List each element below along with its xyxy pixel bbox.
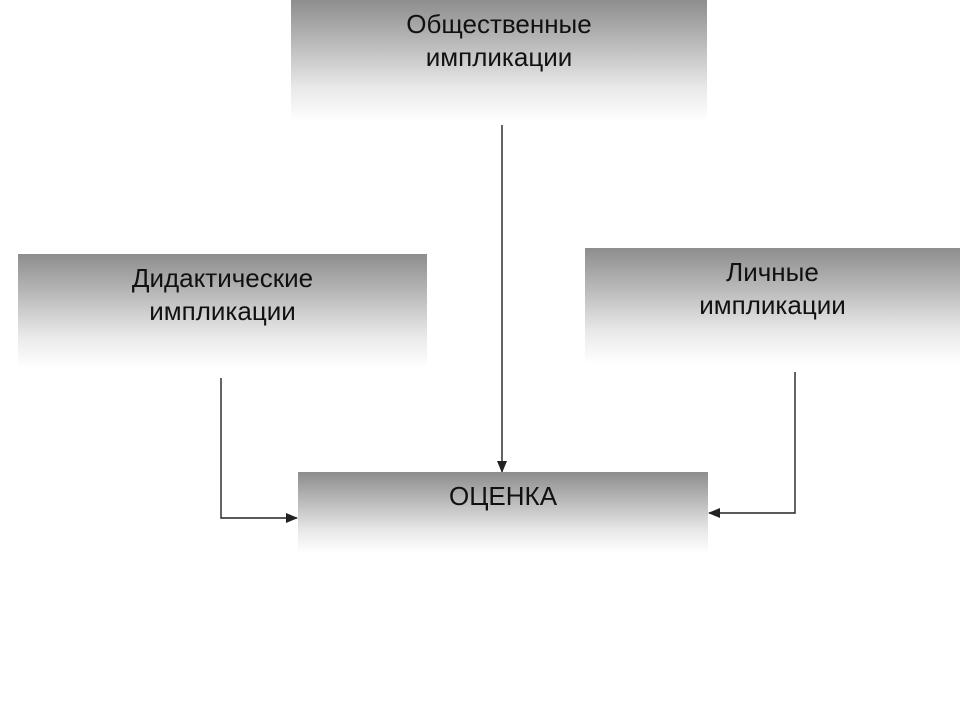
arrow-personal-to-evaluation bbox=[708, 372, 796, 518]
evaluation-label: ОЦЕНКА bbox=[448, 481, 558, 511]
social-implications-line-1: Общественные bbox=[406, 9, 592, 39]
arrow-didactic-to-evaluation bbox=[220, 378, 298, 523]
didactic-implications-line-2: импликации bbox=[149, 295, 296, 326]
social-implications-line-2: импликации bbox=[425, 41, 573, 72]
didactic-implications-line-1: Дидактические bbox=[131, 263, 314, 293]
personal-implications-box: Личные импликации bbox=[585, 248, 960, 364]
didactic-implications-box: Дидактические импликации bbox=[18, 254, 427, 368]
social-implications-box: Общественные импликации bbox=[291, 0, 707, 122]
personal-implications-line-1: Личные bbox=[726, 257, 819, 287]
evaluation-box: ОЦЕНКА bbox=[298, 472, 708, 554]
personal-implications-line-2: импликации bbox=[699, 289, 846, 320]
